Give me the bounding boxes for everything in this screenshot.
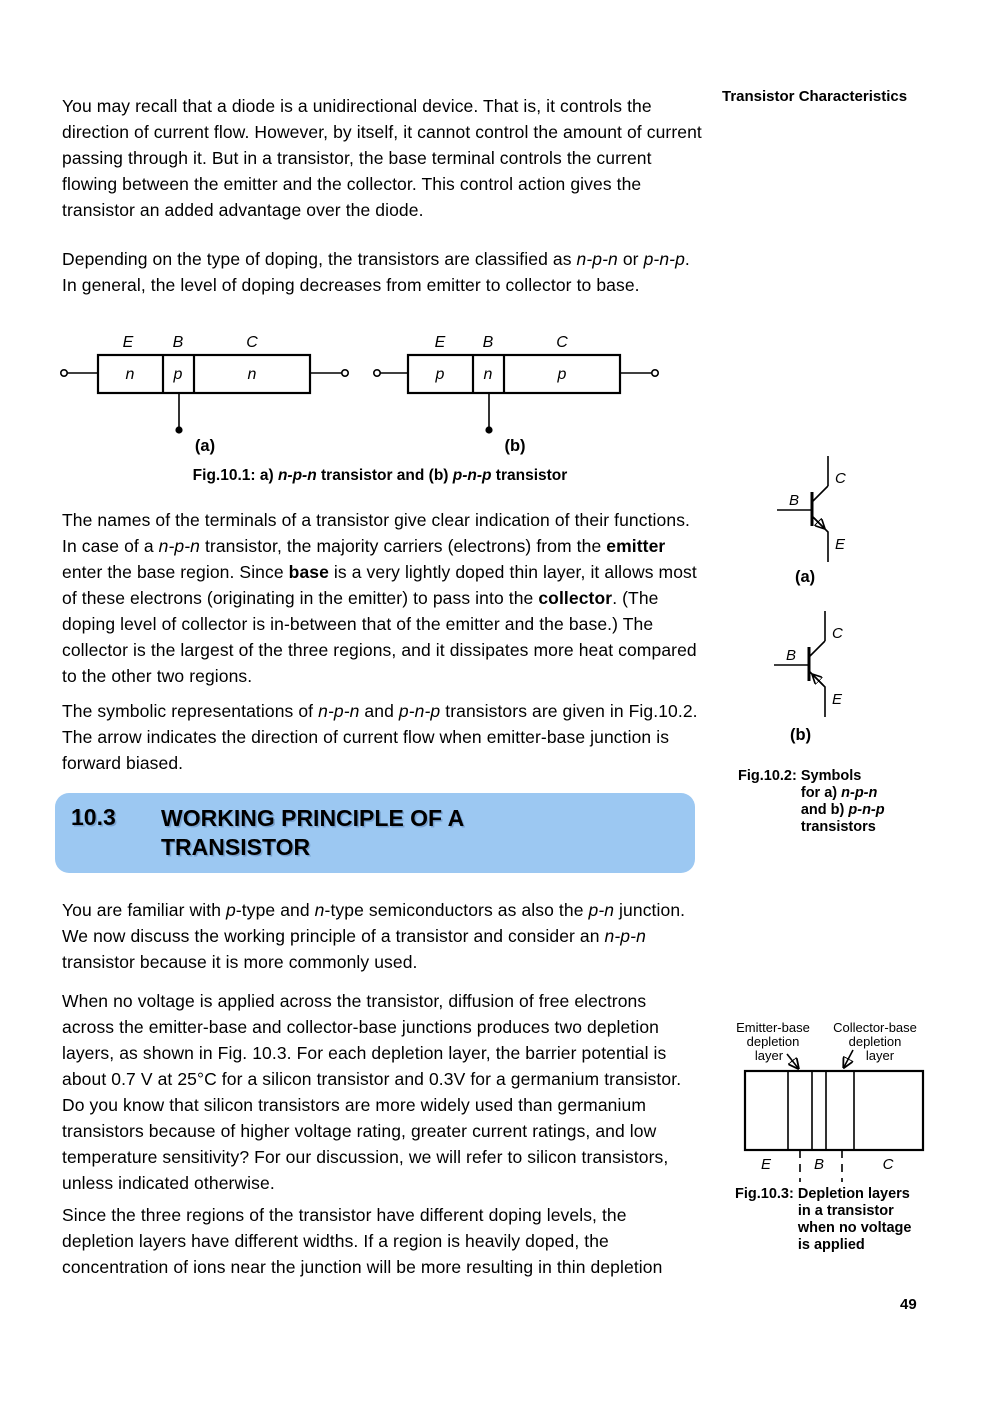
page-number: 49: [900, 1296, 917, 1313]
figure-10-3-depletion-diagram: Emitter-base depletion layer Collector-b…: [736, 1020, 925, 1182]
fig3-region-c: C: [883, 1156, 894, 1173]
section-title: WORKING PRINCIPLE OF A TRANSISTOR: [161, 804, 464, 862]
fig1-b-region-1: p: [435, 366, 445, 383]
emitter-base-depletion-band: [787, 1070, 813, 1151]
fig3-transistor-body: E B C: [743, 1069, 925, 1182]
fig2-b-emitter-label: E: [832, 691, 843, 708]
npn-emitter-arrow: [813, 517, 824, 528]
fig3-caption-line: Depletion layers: [797, 1186, 910, 1202]
fig1-a-terminal-c: C: [246, 334, 258, 351]
fig1-a-region-1: n: [126, 366, 135, 383]
fig1-a-region-3: n: [248, 366, 257, 383]
fig2-b-base-label: B: [786, 647, 796, 664]
fig3-left-arrow: [786, 1053, 798, 1068]
fig1-b-terminal-b: B: [483, 334, 494, 351]
fig3-caption-lines: Depletion layers in a transistor when no…: [798, 1186, 912, 1254]
figure-10-2a-npn-symbol: C B E (a): [777, 456, 846, 586]
fig2-a-collector-label: C: [835, 470, 846, 487]
fig1-b-terminal-e: E: [435, 334, 446, 351]
collector-base-depletion-band: [825, 1070, 855, 1151]
figure-10-2-caption: Fig.10.2: Symbols for a) n-p-n and b) p-…: [738, 768, 885, 836]
section-number: 10.3: [71, 804, 116, 830]
fig2-b-label: (b): [790, 726, 811, 744]
fig3-caption-prefix: Fig.10.3:: [735, 1186, 794, 1202]
running-header: Transistor Characteristics: [722, 88, 908, 105]
fig3-caption-line: is applied: [797, 1237, 865, 1253]
fig2-b-collector-label: C: [832, 625, 843, 642]
fig1-a-terminal-b: B: [173, 334, 184, 351]
fig3-right-label-1: Collector-base: [833, 1020, 917, 1035]
fig3-right-label-2: depletion: [849, 1034, 902, 1049]
fig3-left-label-2: depletion: [747, 1034, 800, 1049]
fig1-b-label: (b): [504, 437, 525, 455]
pnp-symbol: C B E (b): [774, 611, 843, 744]
fig2-a-label: (a): [795, 568, 815, 586]
fig1-a-label: (a): [195, 437, 215, 455]
fig3-left-label-3: layer: [755, 1048, 784, 1063]
fig2-caption-line: and b) p-n-p: [800, 802, 885, 818]
fig1-a-terminal-e: E: [123, 334, 134, 351]
fig3-region-b: B: [814, 1156, 824, 1173]
paragraph-terminals: The names of the terminals of a transist…: [62, 510, 697, 686]
paragraph-doping-levels: Since the three regions of the transisto…: [62, 1205, 663, 1277]
fig2-a-emitter-label: E: [835, 536, 846, 553]
fig2-caption-line: Symbols: [800, 768, 862, 784]
fig1-npn-diagram: E B C n p n (a): [60, 334, 349, 455]
fig3-right-arrow: [844, 1049, 854, 1067]
fig3-caption-line: in a transistor: [797, 1203, 894, 1219]
fig2-caption-line: for a) n-p-n: [800, 785, 878, 801]
fig2-caption-lines: Symbols for a) n-p-n and b) p-n-p transi…: [801, 768, 885, 836]
paragraph-familiar: You are familiar with p-type and n-type …: [62, 900, 686, 972]
section-title-line1: WORKING PRINCIPLE OF A: [161, 805, 465, 831]
paragraph-no-voltage: When no voltage is applied across the tr…: [62, 991, 682, 1193]
pnp-emitter-arrow: [813, 675, 824, 686]
fig3-left-label-1: Emitter-base: [736, 1020, 810, 1035]
fig3-caption-line: when no voltage: [797, 1220, 912, 1236]
fig1-pnp-diagram: E B C p n p (b): [372, 334, 659, 455]
paragraph-intro-diode: You may recall that a diode is a unidire…: [62, 96, 702, 220]
fig3-right-label-3: layer: [866, 1048, 895, 1063]
fig3-top-labels: Emitter-base depletion layer Collector-b…: [736, 1020, 917, 1068]
fig2-a-base-label: B: [789, 492, 799, 509]
figure-10-1-block-diagrams: E B C n p n (a) E B C p n p (b): [60, 334, 659, 455]
section-title-line2: TRANSISTOR: [161, 834, 311, 860]
fig2-caption-line: transistors: [800, 819, 876, 835]
npn-symbol: C B E (a): [777, 456, 846, 586]
fig1-a-region-2: p: [173, 366, 183, 383]
fig3-region-e: E: [761, 1156, 772, 1173]
paragraph-symbols: The symbolic representations of n-p-n an…: [62, 701, 698, 773]
figure-10-3-caption: Fig.10.3: Depletion layers in a transist…: [735, 1186, 911, 1254]
section-heading-box: 10.3 WORKING PRINCIPLE OF A TRANSISTOR: [55, 793, 695, 873]
fig1-b-terminal-c: C: [556, 334, 568, 351]
fig1-b-region-2: n: [484, 366, 493, 383]
figure-10-1-caption: Fig.10.1: a) n-p-n transistor and (b) p-…: [192, 467, 568, 484]
figure-10-2b-pnp-symbol: C B E (b): [774, 611, 843, 744]
paragraph-doping-types: Depending on the type of doping, the tra…: [62, 249, 690, 295]
fig1-b-region-3: p: [557, 366, 567, 383]
fig2-caption-prefix: Fig.10.2:: [738, 768, 797, 784]
